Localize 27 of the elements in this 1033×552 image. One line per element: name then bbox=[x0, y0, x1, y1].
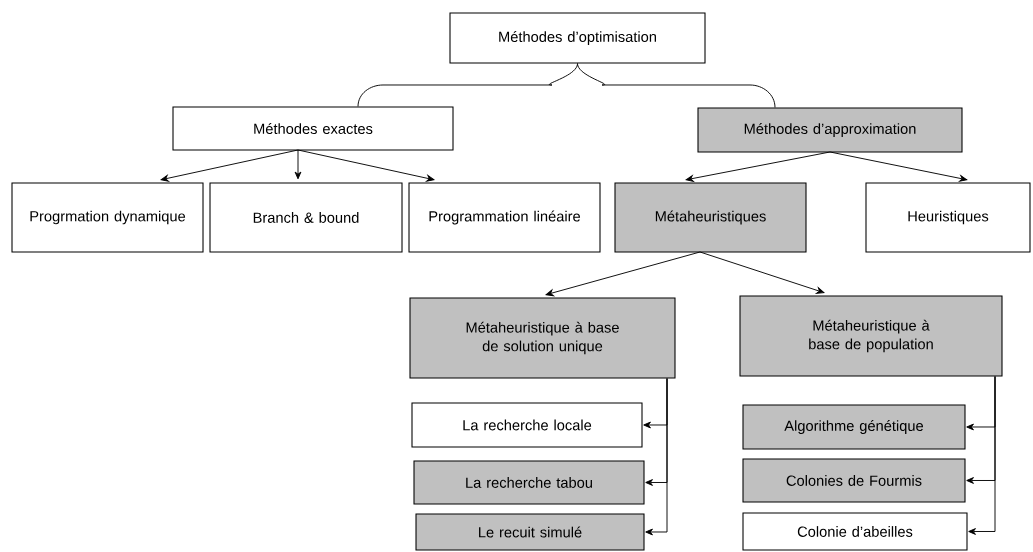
arrow bbox=[297, 149, 435, 182]
arrow bbox=[699, 251, 825, 294]
text-box: La recherche locale bbox=[411, 402, 643, 448]
shaded-box: Métaheuristique à base de solution unique bbox=[409, 297, 676, 379]
text-box: Programmation linéaire bbox=[408, 182, 601, 253]
shaded-box: Algorithme génétique bbox=[742, 404, 966, 450]
text-box: Méthodes d’optimisation bbox=[449, 12, 706, 64]
shaded-box: Métaheuristique à base de population bbox=[739, 295, 1003, 377]
arrow bbox=[545, 251, 701, 297]
arrow bbox=[160, 149, 299, 182]
brace-connector bbox=[577, 63, 776, 108]
shaded-box: Métaheuristiques bbox=[614, 182, 807, 253]
text-box: Heuristiques bbox=[865, 182, 1031, 253]
arrow bbox=[829, 151, 968, 182]
shaded-box: Méthodes d’approximation bbox=[697, 107, 963, 153]
arrow bbox=[294, 149, 302, 180]
text-box: Méthodes exactes bbox=[172, 106, 454, 151]
shaded-box: La recherche tabou bbox=[413, 460, 645, 505]
text-box: Branch & bound bbox=[209, 182, 403, 253]
brace-connector bbox=[357, 63, 578, 107]
arrow bbox=[968, 376, 996, 535]
arrow bbox=[645, 378, 668, 536]
arrow bbox=[685, 151, 831, 182]
shaded-box: Le recuit simulé bbox=[415, 513, 645, 551]
text-box: Colonie d’abeilles bbox=[742, 512, 968, 551]
text-box: Progrmation dynamique bbox=[11, 182, 204, 253]
shaded-box: Colonies de Fourmis bbox=[742, 458, 966, 503]
